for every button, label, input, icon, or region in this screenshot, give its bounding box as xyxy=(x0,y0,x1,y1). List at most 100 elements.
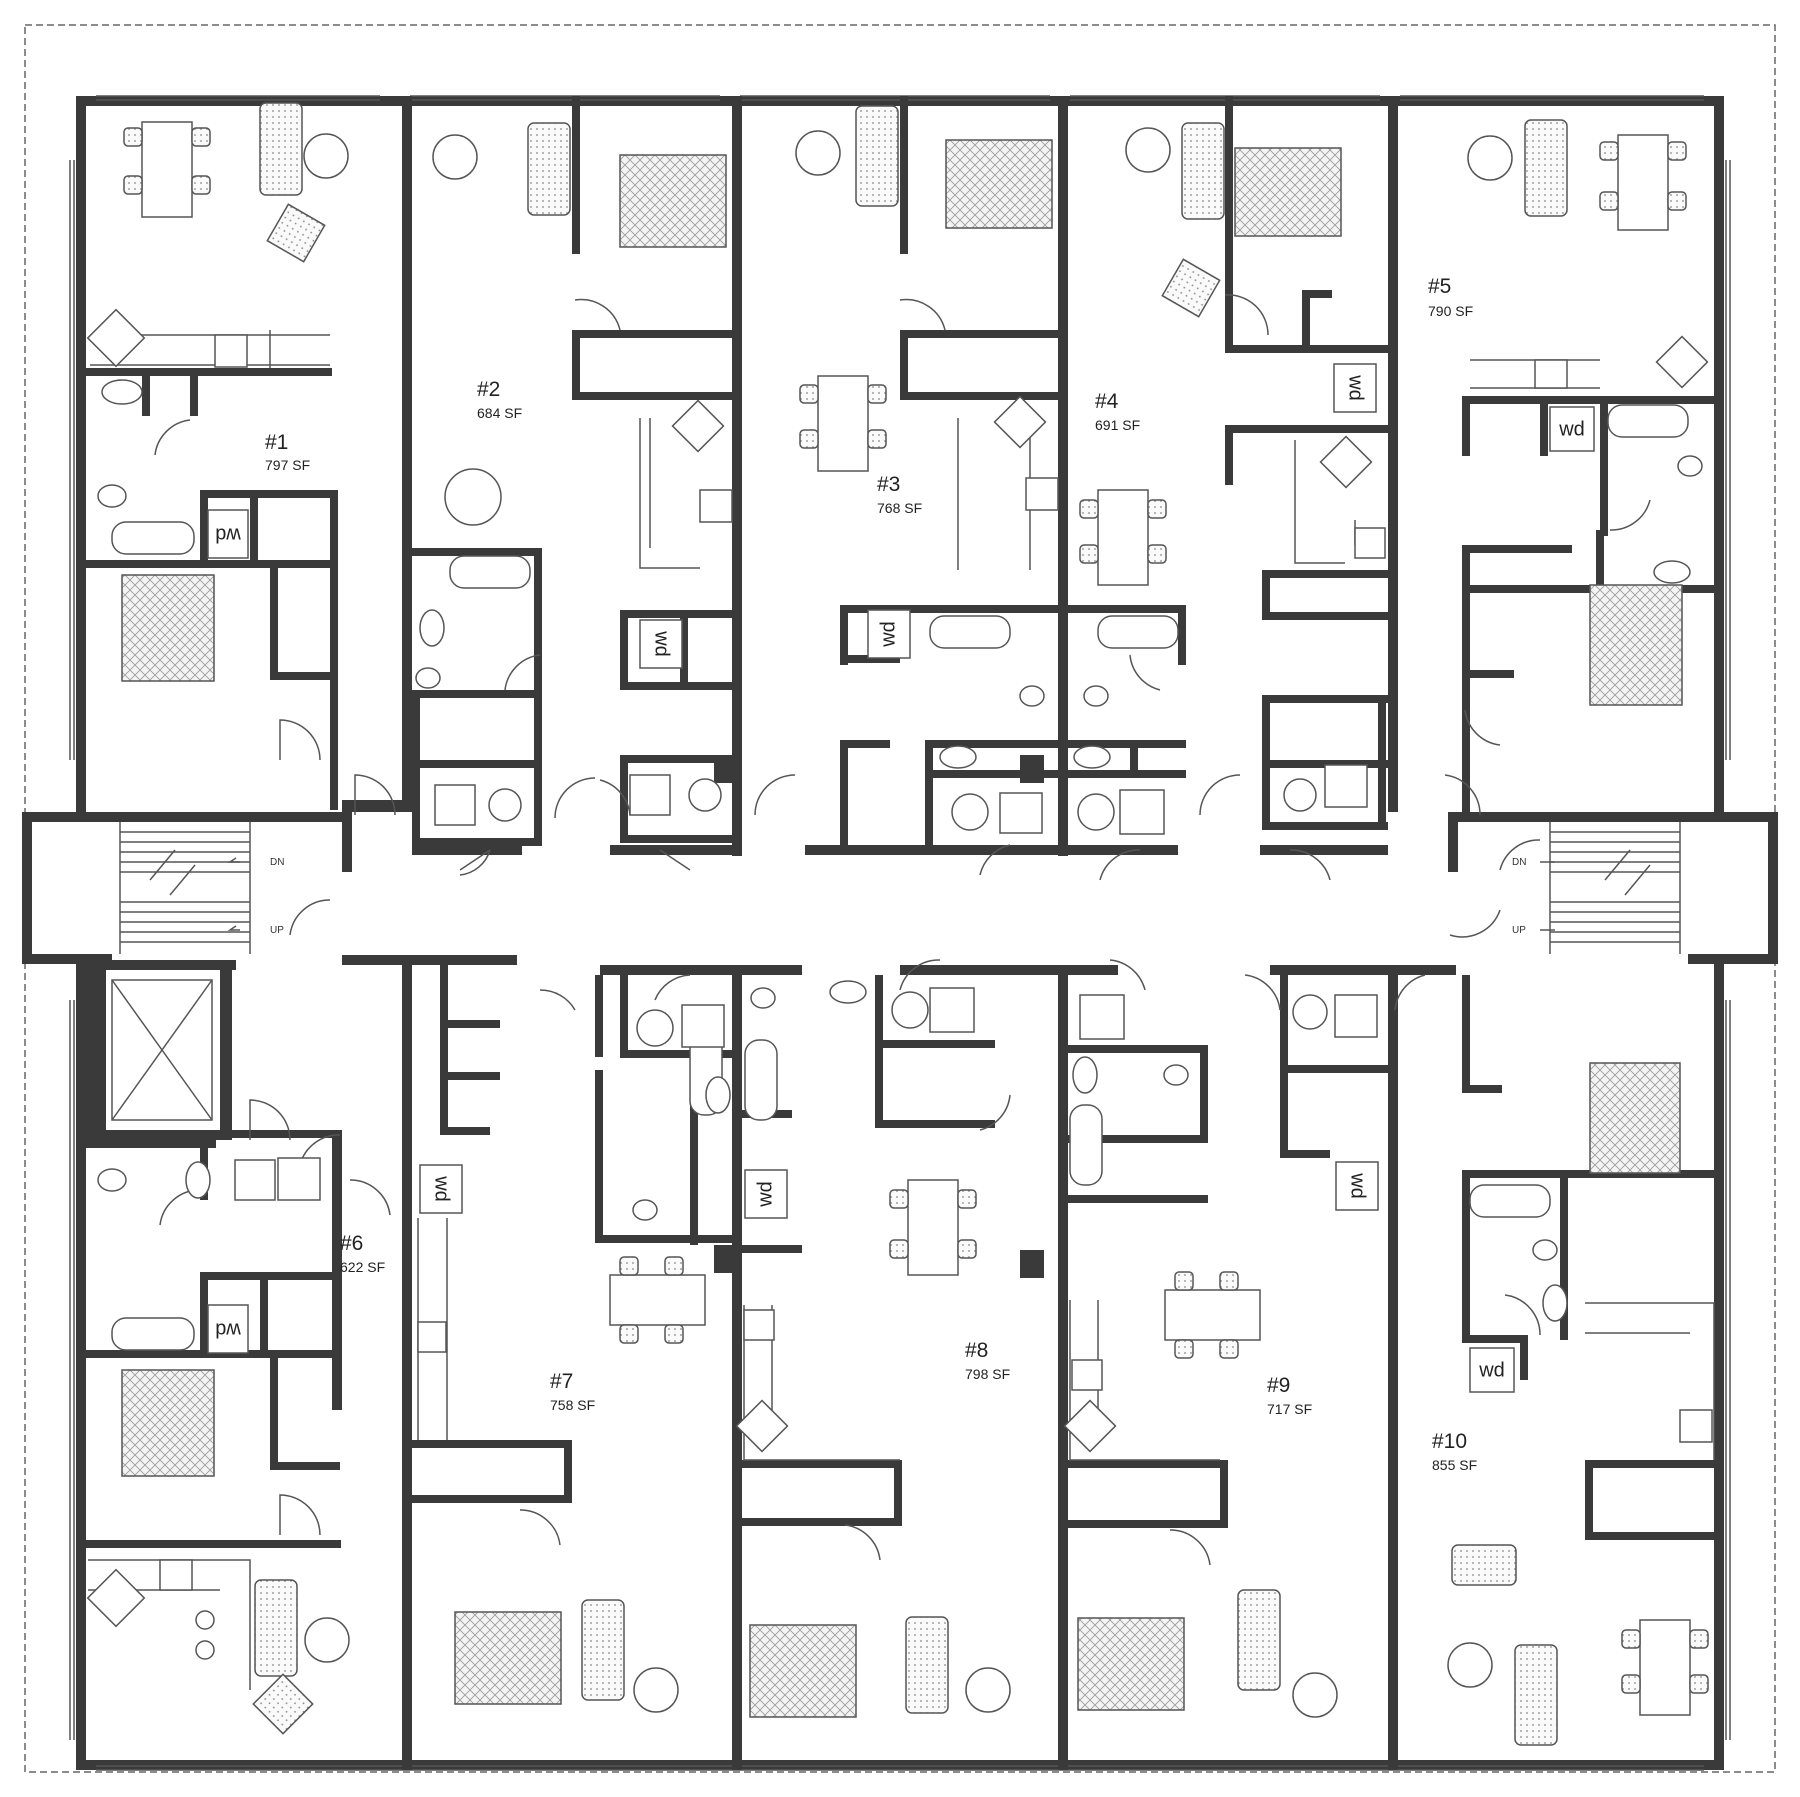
washer-dryer-units: wd wd wd wd wd wd wd wd wd wd xyxy=(207,363,1595,1393)
sink xyxy=(705,1076,731,1114)
stair-east: DN UP xyxy=(1512,822,1681,954)
bathtub xyxy=(449,555,531,589)
bathtub xyxy=(111,521,195,555)
unit-1-number: #1 xyxy=(265,431,288,454)
bed xyxy=(454,1611,562,1705)
sofa xyxy=(905,1616,949,1714)
stove xyxy=(1679,1409,1713,1443)
stove xyxy=(1071,1359,1103,1391)
corner-sink xyxy=(86,308,146,368)
doors xyxy=(154,294,1651,1566)
sink xyxy=(1542,1284,1568,1322)
stair-west-up-label: UP xyxy=(270,925,284,936)
unit-8-area: 798 SF xyxy=(965,1366,1010,1382)
unit-3-number: #3 xyxy=(877,473,900,496)
stove xyxy=(214,334,248,368)
round-table xyxy=(1125,127,1171,173)
bed xyxy=(1077,1617,1185,1711)
unit-7-area: 758 SF xyxy=(550,1397,595,1413)
wd-label-unit-4: wd xyxy=(1345,374,1367,401)
corner-sink xyxy=(735,1399,789,1453)
unit-3-area: 768 SF xyxy=(877,500,922,516)
corner-sink xyxy=(993,395,1047,449)
sink xyxy=(419,609,445,647)
wd-label-unit-1: wd xyxy=(215,524,242,546)
unit-8-number: #8 xyxy=(965,1339,988,1362)
sofa xyxy=(1181,122,1225,220)
sink xyxy=(101,379,143,405)
round-table xyxy=(1467,135,1513,181)
wd-label-unit-8: wd xyxy=(754,1181,776,1208)
unit-2-area: 684 SF xyxy=(477,405,522,421)
sofa xyxy=(259,102,303,196)
bathtub xyxy=(1469,1184,1551,1218)
sofa xyxy=(1237,1589,1281,1691)
toilet xyxy=(97,484,127,508)
stove xyxy=(1354,527,1386,559)
sink xyxy=(939,745,977,769)
armchair xyxy=(252,1673,314,1735)
toilet xyxy=(1532,1239,1558,1261)
armchair xyxy=(1161,258,1221,318)
sink xyxy=(1073,745,1111,769)
bathtub xyxy=(744,1039,778,1121)
sink xyxy=(1653,560,1691,584)
unit-9-number: #9 xyxy=(1267,1374,1290,1397)
party-walls xyxy=(342,96,1456,1770)
wd-label-unit-3: wd xyxy=(877,621,899,648)
corner-sink xyxy=(1655,335,1709,389)
stove xyxy=(1534,359,1568,389)
armchair xyxy=(266,203,326,263)
toilet xyxy=(1163,1064,1189,1086)
bathtub xyxy=(1607,404,1689,438)
unit-7-number: #7 xyxy=(550,1370,573,1393)
dining-table xyxy=(889,1179,977,1276)
wd-label-unit-6: wd xyxy=(215,1319,242,1341)
stair-east-up-label: UP xyxy=(1512,925,1526,936)
unit-labels: #1 797 SF #2 684 SF #3 768 SF #4 691 SF … xyxy=(265,275,1477,1473)
toilet xyxy=(1677,455,1703,477)
unit-5-number: #5 xyxy=(1428,275,1451,298)
unit-2-number: #2 xyxy=(477,378,500,401)
dining-table xyxy=(1079,489,1167,586)
stair-east-dn-label: DN xyxy=(1512,857,1526,868)
round-table xyxy=(1292,1672,1338,1718)
toilet xyxy=(1019,685,1045,707)
stove xyxy=(1025,477,1059,511)
unit-5-area: 790 SF xyxy=(1428,303,1473,319)
dining-table xyxy=(1621,1619,1709,1716)
dining-table xyxy=(123,121,211,218)
unit-4-number: #4 xyxy=(1095,390,1119,413)
bathtub xyxy=(111,1317,195,1351)
unit-9-area: 717 SF xyxy=(1267,1401,1312,1417)
corner-sink xyxy=(671,399,725,453)
dining-table xyxy=(609,1256,706,1344)
toilet xyxy=(750,987,776,1009)
toilet xyxy=(632,1199,658,1221)
bathtub xyxy=(1097,615,1179,649)
corner-sink xyxy=(1319,435,1373,489)
bed xyxy=(1589,584,1683,706)
sofa xyxy=(254,1579,298,1677)
round-table xyxy=(795,130,841,176)
sofa xyxy=(1524,119,1568,217)
unit-6-area: 622 SF xyxy=(340,1259,385,1275)
wd-label-unit-10: wd xyxy=(1478,1359,1505,1381)
stove xyxy=(743,1309,775,1341)
round-table xyxy=(432,134,478,180)
bed xyxy=(1589,1062,1681,1174)
unit-10-area: 855 SF xyxy=(1432,1457,1477,1473)
wd-label-unit-5: wd xyxy=(1558,418,1585,440)
unit-6-number: #6 xyxy=(340,1232,363,1255)
furniture xyxy=(121,102,1709,1746)
bed xyxy=(945,139,1053,229)
sofa xyxy=(1514,1644,1558,1746)
toilet xyxy=(97,1168,127,1192)
sofa xyxy=(581,1599,625,1701)
bed xyxy=(1234,147,1342,237)
sink xyxy=(829,980,867,1004)
round-table xyxy=(1447,1642,1493,1688)
bed xyxy=(121,574,215,682)
sofa xyxy=(855,105,899,207)
